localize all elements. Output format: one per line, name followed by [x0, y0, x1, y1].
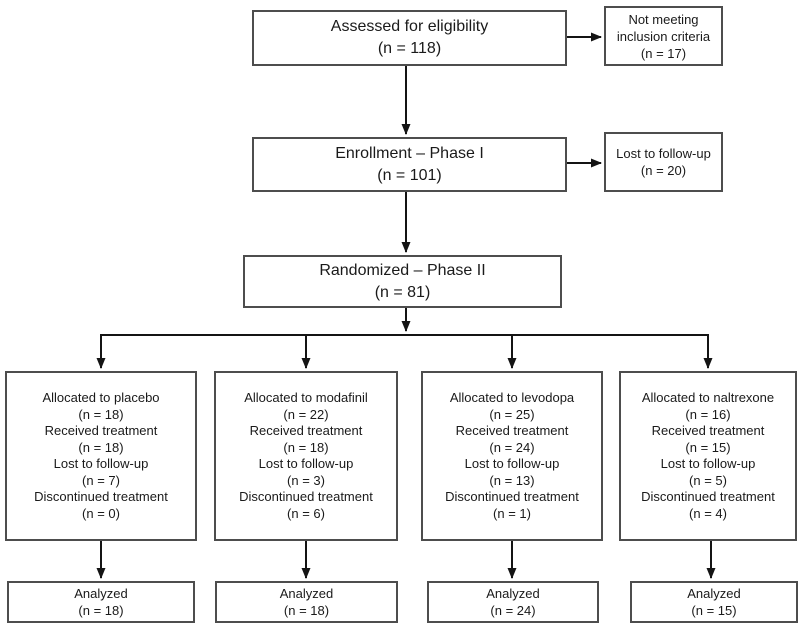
not-meeting-criteria-box: Not meeting inclusion criteria (n = 17) [604, 6, 723, 66]
allocation-box-levodopa: Allocated to levodopa (n = 25) Received … [421, 371, 603, 541]
analyzed-box-naltrexone: Analyzed (n = 15) [630, 581, 798, 623]
allocation-box-modafinil: Allocated to modafinil (n = 22) Received… [214, 371, 398, 541]
analyzed-box-placebo: Analyzed (n = 18) [7, 581, 195, 623]
allocation-box-placebo: Allocated to placebo (n = 18) Received t… [5, 371, 197, 541]
allocation-box-naltrexone: Allocated to naltrexone (n = 16) Receive… [619, 371, 797, 541]
enrollment-box: Enrollment – Phase I (n = 101) [252, 137, 567, 192]
analyzed-box-levodopa: Analyzed (n = 24) [427, 581, 599, 623]
lost-to-followup-box: Lost to follow-up (n = 20) [604, 132, 723, 192]
randomized-box: Randomized – Phase II (n = 81) [243, 255, 562, 308]
assessed-box: Assessed for eligibility (n = 118) [252, 10, 567, 66]
analyzed-box-modafinil: Analyzed (n = 18) [215, 581, 398, 623]
